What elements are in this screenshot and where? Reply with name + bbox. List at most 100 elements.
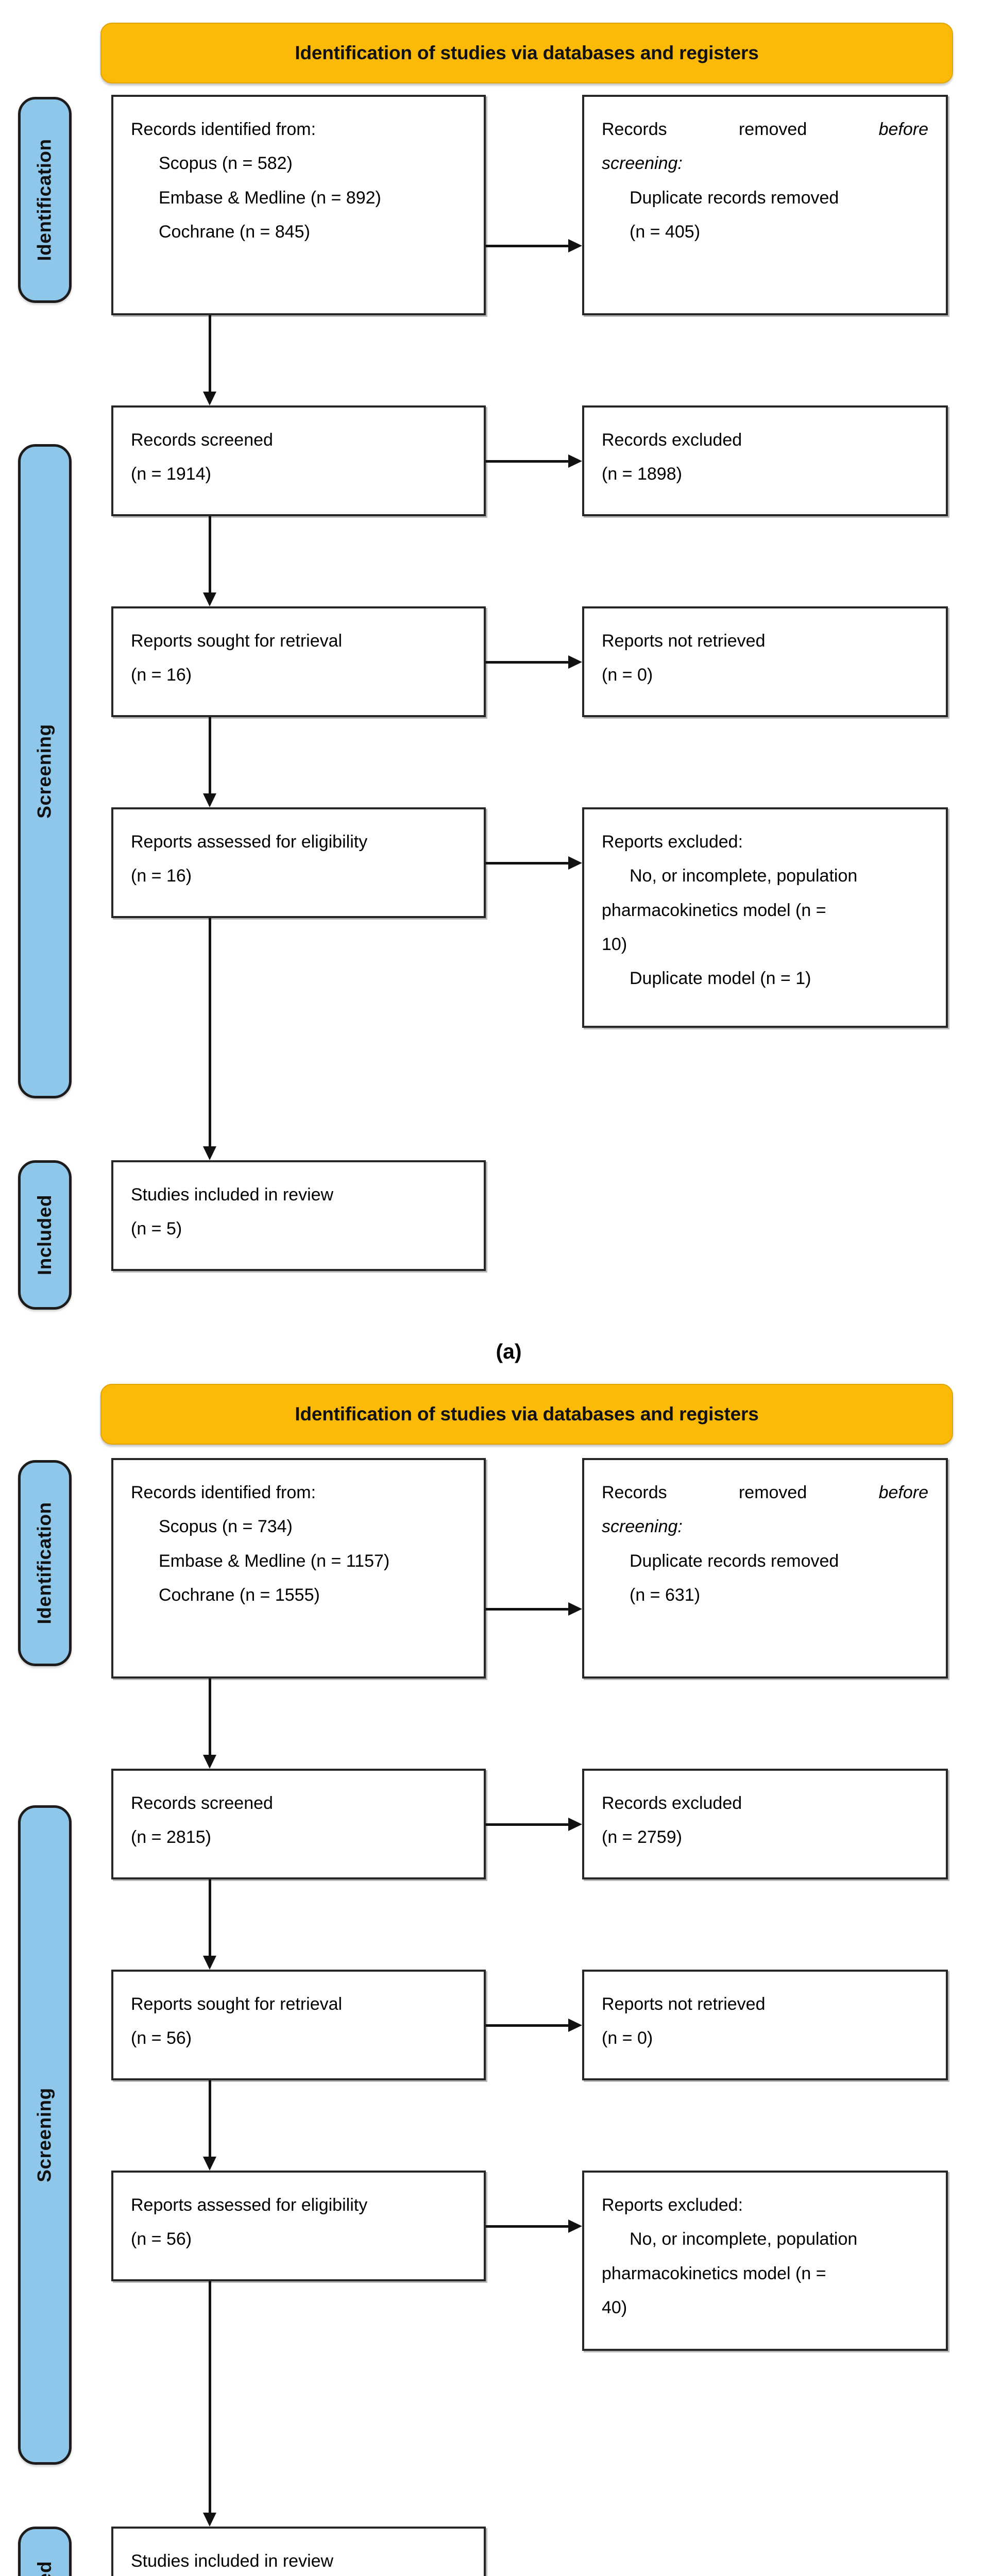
- arrow-head: [568, 1602, 582, 1616]
- box-title: Records excluded: [602, 430, 742, 450]
- banner-row-b: Identification of studies via databases …: [0, 1360, 1002, 1445]
- box-records-screened-a: Records screened (n = 1914): [111, 405, 486, 516]
- arrow-head: [203, 1146, 216, 1160]
- arrow-head: [203, 1755, 216, 1769]
- prisma-panel-a: Identification of studies via databases …: [0, 0, 1002, 1363]
- box-reports-not-retrieved-a: Reports not retrieved (n = 0): [582, 606, 948, 717]
- box-reports-sought-a: Reports sought for retrieval (n = 16): [111, 606, 486, 717]
- removed-item: Duplicate records removed: [630, 188, 839, 208]
- exclusion-reason: pharmacokinetics model (n =: [602, 2263, 826, 2283]
- stage-label-text: Screening: [34, 2088, 55, 2182]
- arrow-head: [568, 239, 582, 252]
- box-title: Records removed before: [602, 112, 928, 146]
- stage-label-screening-b: Screening: [18, 1805, 72, 2465]
- stage-label-text: Identification: [34, 1502, 56, 1624]
- arrow-shaft: [209, 918, 211, 1147]
- box-title: Records screened: [131, 430, 273, 450]
- box-reports-not-retrieved-b: Reports not retrieved (n = 0): [582, 1970, 948, 2080]
- flow-b: Identification Screening Included Record…: [0, 1445, 1002, 2576]
- box-reports-assessed-a: Reports assessed for eligibility (n = 16…: [111, 807, 486, 918]
- arrow-shaft: [486, 460, 569, 463]
- source-item: Embase & Medline (n = 892): [159, 188, 381, 208]
- exclusion-reason: pharmacokinetics model (n =: [602, 900, 826, 920]
- box-count: (n = 16): [131, 665, 192, 685]
- arrow-head: [568, 856, 582, 870]
- arrow-assessed-to-included-a: [202, 918, 217, 1160]
- box-title: Reports excluded:: [602, 832, 743, 852]
- box-title: Reports excluded:: [602, 2195, 743, 2215]
- box-count: (n = 16): [131, 866, 192, 886]
- box-count: (n = 2759): [602, 1827, 682, 1848]
- panel-caption-a: (a): [496, 1340, 522, 1363]
- arrow-head: [568, 2019, 582, 2032]
- removed-word-4: screening:: [602, 1517, 683, 1537]
- source-item: Cochrane (n = 1555): [159, 1585, 320, 1605]
- box-title: Studies included in review: [131, 2551, 334, 2571]
- arrow-sought-to-assessed-a: [202, 717, 217, 807]
- banner-row-a: Identification of studies via databases …: [0, 0, 1002, 83]
- box-reports-assessed-b: Reports assessed for eligibility (n = 56…: [111, 2171, 486, 2281]
- box-title: Reports sought for retrieval: [131, 631, 343, 651]
- identification-banner-b: Identification of studies via databases …: [100, 1384, 953, 1445]
- box-title: Reports assessed for eligibility: [131, 2195, 368, 2215]
- exclusion-reason: 40): [602, 2297, 627, 2317]
- arrow-shaft: [486, 2024, 569, 2027]
- stage-label-text: Screening: [34, 724, 55, 819]
- stage-label-text: Included: [34, 1194, 55, 1276]
- box-count: (n = 1898): [602, 464, 682, 484]
- arrow-head: [203, 1956, 216, 1970]
- arrow-screened-to-sought-a: [202, 516, 217, 606]
- removed-word-2: removed: [738, 120, 807, 139]
- stage-label-included-a: Included: [18, 1160, 72, 1310]
- source-item: Embase & Medline (n = 1157): [159, 1551, 390, 1571]
- box-title: Studies included in review: [131, 1185, 334, 1205]
- box-records-excluded-b: Records excluded (n = 2759): [582, 1769, 948, 1879]
- arrow-shaft: [486, 661, 569, 664]
- exclusion-reason: 10): [602, 934, 627, 954]
- arrow-sought-to-not-retrieved-b: [486, 2018, 582, 2033]
- arrow-screened-to-excluded-a: [486, 453, 582, 469]
- removed-item: (n = 631): [630, 1585, 701, 1605]
- box-count: (n = 2815): [131, 1827, 211, 1848]
- arrow-shaft: [209, 2281, 211, 2513]
- removed-word-3: before: [878, 120, 929, 139]
- removed-word-1: Records: [602, 120, 667, 139]
- box-title: Records identified from:: [131, 1483, 316, 1502]
- box-studies-included-a: Studies included in review (n = 5): [111, 1160, 486, 1271]
- arrow-screened-to-excluded-b: [486, 1817, 582, 1832]
- stage-label-identification-a: Identification: [18, 97, 72, 303]
- stage-label-text: Included: [34, 2561, 56, 2576]
- arrow-head: [203, 592, 216, 606]
- box-count: (n = 56): [131, 2229, 192, 2249]
- arrow-head: [568, 1818, 582, 1831]
- removed-word-4: screening:: [602, 154, 683, 174]
- arrow-shaft: [209, 717, 211, 794]
- arrow-head: [203, 2513, 216, 2527]
- removed-word-2: removed: [738, 1483, 807, 1502]
- arrow-identified-to-screened-a: [202, 315, 217, 405]
- prisma-panel-b: Identification of studies via databases …: [0, 1360, 1002, 2576]
- arrow-head: [568, 2219, 582, 2233]
- box-records-removed-b: Records removed before screening: Duplic…: [582, 1458, 948, 1679]
- box-records-identified-b: Records identified from: Scopus (n = 734…: [111, 1458, 486, 1679]
- box-count: (n = 5): [131, 1219, 182, 1239]
- arrow-head: [568, 454, 582, 468]
- arrow-shaft: [486, 1823, 569, 1826]
- arrow-identified-to-removed-b: [486, 1601, 582, 1617]
- arrow-assessed-to-included-b: [202, 2281, 217, 2527]
- stage-label-text: Identification: [34, 139, 56, 261]
- box-records-excluded-a: Records excluded (n = 1898): [582, 405, 948, 516]
- arrow-shaft: [209, 2080, 211, 2157]
- arrow-sought-to-assessed-b: [202, 2080, 217, 2171]
- flow-a: Identification Screening Included Record…: [0, 83, 1002, 1330]
- arrow-shaft: [209, 315, 211, 392]
- arrow-shaft: [486, 1608, 569, 1611]
- box-studies-included-b: Studies included in review (n = 16): [111, 2527, 486, 2576]
- arrow-head: [203, 2157, 216, 2171]
- box-reports-excluded-b: Reports excluded: No, or incomplete, pop…: [582, 2171, 948, 2351]
- removed-item: Duplicate records removed: [630, 1551, 839, 1571]
- source-item: Cochrane (n = 845): [159, 222, 310, 242]
- box-title: Reports assessed for eligibility: [131, 832, 368, 852]
- arrow-sought-to-not-retrieved-a: [486, 654, 582, 670]
